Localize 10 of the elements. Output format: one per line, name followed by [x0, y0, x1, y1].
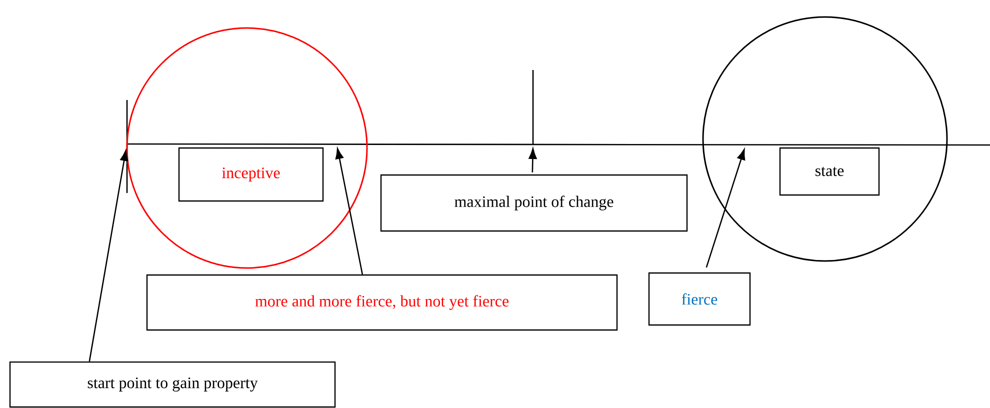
arrow: [335, 148, 364, 275]
label-box: inceptive: [178, 147, 324, 202]
label-box: start point to gain property: [9, 361, 336, 408]
label-box: maximal point of change: [380, 174, 688, 232]
label-box: more and more fierce, but not yet fierce: [146, 274, 618, 331]
arrow: [88, 150, 128, 362]
label-box: state: [779, 147, 880, 196]
arrow: [528, 148, 537, 172]
arrow: [706, 149, 746, 268]
label-box: fierce: [648, 272, 751, 326]
